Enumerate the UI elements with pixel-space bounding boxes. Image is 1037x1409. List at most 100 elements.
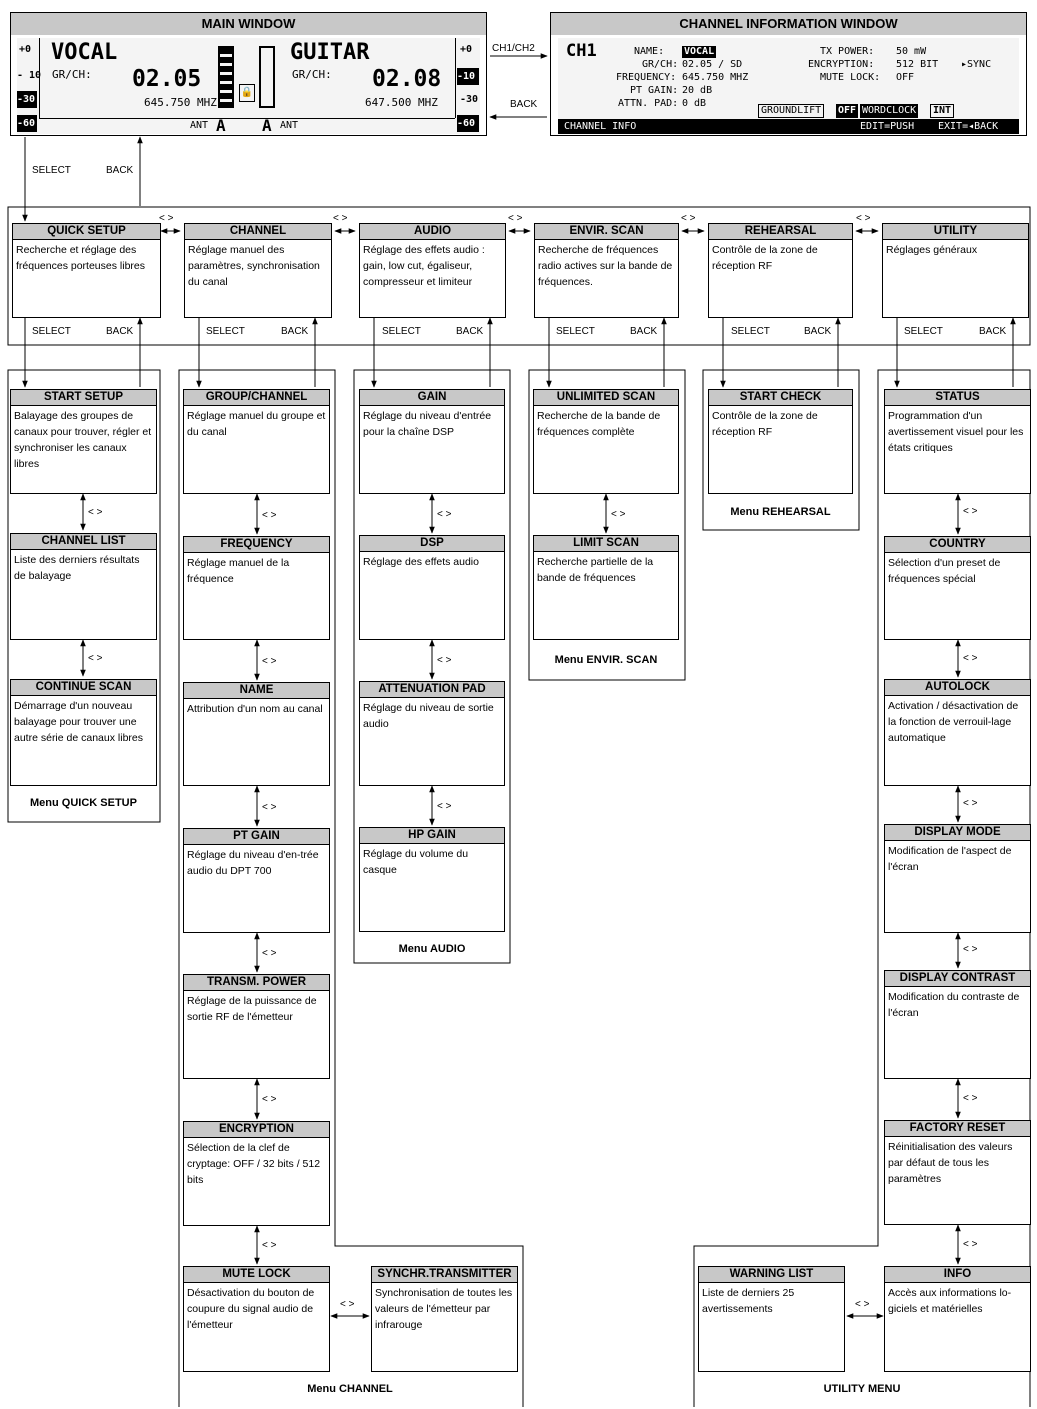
ch-synchr-transmitter-desc: Synchronisation de toutes les valeurs de…	[375, 1287, 513, 1331]
lock-icon: 🔒	[239, 84, 255, 102]
ci-wordclock-label: WORDCLOCK	[860, 104, 919, 118]
utility-warning-list-desc: Liste de derniers 25 avertissements	[702, 1287, 795, 1315]
battery-left-icon	[218, 46, 234, 108]
utility-info[interactable]: INFO Accès aux informations lo-giciels e…	[884, 1266, 1031, 1372]
meter-left-3: -60	[17, 115, 37, 132]
ch-transm-power-desc: Réglage de la puissance de sortie RF de …	[187, 995, 317, 1023]
battery-right-icon	[259, 46, 275, 108]
select-label-2: SELECT	[206, 326, 245, 337]
qs-caption: Menu QUICK SETUP	[30, 797, 137, 809]
audio-attenuation-pad-desc: Réglage du niveau de sortie audio	[363, 702, 494, 730]
menu-utility[interactable]: UTILITY Réglages généraux	[882, 223, 1029, 318]
envir-limit-scan-desc: Recherche partielle de la bande de fréqu…	[537, 556, 654, 584]
audio-attenuation-pad[interactable]: ATTENUATION PAD Réglage du niveau de sor…	[359, 681, 505, 786]
ch-frequency-title: FREQUENCY	[184, 537, 329, 553]
right-channel-name: GUITAR	[290, 40, 370, 65]
ci-sync: ▸SYNC	[961, 59, 992, 70]
rehearsal-start-check[interactable]: START CHECK Contrôle de la zone de récep…	[708, 389, 853, 494]
utility-display-contrast[interactable]: DISPLAY CONTRAST Modification du contras…	[884, 970, 1031, 1079]
meter-left-2: -30	[17, 91, 37, 108]
ch-caption: Menu CHANNEL	[307, 1383, 393, 1395]
utility-autolock[interactable]: AUTOLOCK Activation / désactivation de l…	[884, 679, 1031, 786]
envir-limit-scan-title: LIMIT SCAN	[534, 536, 678, 552]
ci-txpower-value: 50 mW	[896, 46, 927, 57]
utility-status-title: STATUS	[885, 390, 1030, 406]
qs-start-setup-desc: Balayage des groupes de canaux pour trou…	[14, 410, 152, 470]
ch-arrow-4: < >	[262, 948, 277, 959]
ch-encryption[interactable]: ENCRYPTION Sélection de la clef de crypt…	[183, 1121, 330, 1226]
ch-group-channel[interactable]: GROUP/CHANNEL Réglage manuel du groupe e…	[183, 389, 330, 494]
ch-arrow-7: < >	[340, 1299, 355, 1310]
utility-country[interactable]: COUNTRY Sélection d'un preset de fréquen…	[884, 536, 1031, 640]
left-grch-value: 02.05	[132, 66, 202, 92]
qs-start-setup[interactable]: START SETUP Balayage des groupes de cana…	[10, 389, 157, 494]
menu-quick-setup-desc: Recherche et réglage des fréquences port…	[16, 244, 145, 272]
meter-right-1: -10	[457, 68, 479, 85]
ci-name-label: NAME:	[634, 46, 665, 57]
utility-display-contrast-desc: Modification du contraste de l'écran	[888, 991, 1020, 1019]
select-label-1: SELECT	[32, 326, 71, 337]
menu-channel[interactable]: CHANNEL Réglage manuel des paramètres, s…	[184, 223, 332, 318]
utility-arrow-2: < >	[963, 653, 978, 664]
utility-info-desc: Accès aux informations lo-giciels et mat…	[888, 1287, 1012, 1315]
audio-gain[interactable]: GAIN Réglage du niveau d'entrée pour la …	[359, 389, 505, 494]
ch-pt-gain[interactable]: PT GAIN Réglage du niveau d'en-trée audi…	[183, 828, 330, 933]
ch-frequency[interactable]: FREQUENCY Réglage manuel de la fréquence	[183, 536, 330, 640]
meter-right-0: +0	[460, 44, 473, 55]
utility-caption: UTILITY MENU	[823, 1383, 901, 1395]
back-label-4: BACK	[630, 326, 658, 337]
ci-encryption-value: 512 BIT	[896, 59, 939, 70]
ch-arrow-6: < >	[262, 1240, 277, 1251]
left-frequency: 645.750 MHZ	[144, 96, 217, 109]
utility-display-mode[interactable]: DISPLAY MODE Modification de l'aspect de…	[884, 824, 1031, 933]
ch-transm-power[interactable]: TRANSM. POWER Réglage de la puissance de…	[183, 974, 330, 1079]
ch-synchr-transmitter[interactable]: SYNCHR.TRANSMITTER Synchronisation de to…	[371, 1266, 518, 1372]
audio-hp-gain[interactable]: HP GAIN Réglage du volume du casque	[359, 827, 505, 932]
menu-envir-scan-desc: Recherche de fréquences radio actives su…	[538, 244, 673, 288]
utility-warning-list[interactable]: WARNING LIST Liste de derniers 25 averti…	[698, 1266, 845, 1372]
ch-name-title: NAME	[184, 683, 329, 699]
channel-id: CH1	[566, 41, 597, 61]
utility-factory-reset[interactable]: FACTORY RESET Réinitialisation des valeu…	[884, 1120, 1031, 1225]
meter-right-3: -60	[457, 115, 479, 132]
right-ant-label: ANT	[280, 120, 299, 131]
menu-utility-title: UTILITY	[883, 224, 1028, 240]
qs-channel-list[interactable]: CHANNEL LIST Liste des derniers résultat…	[10, 533, 157, 640]
ci-footer-edit: EDIT=PUSH	[860, 121, 915, 132]
ch-pt-gain-desc: Réglage du niveau d'en-trée audio du DPT…	[187, 849, 319, 877]
menu-audio[interactable]: AUDIO Réglage des effets audio : gain, l…	[359, 223, 506, 318]
channel-info-title: CHANNEL INFORMATION WINDOW	[551, 13, 1026, 35]
audio-dsp[interactable]: DSP Réglage des effets audio	[359, 535, 505, 640]
menu-quick-setup[interactable]: QUICK SETUP Recherche et réglage des fré…	[12, 223, 161, 318]
audio-attenuation-pad-title: ATTENUATION PAD	[360, 682, 504, 698]
utility-display-mode-desc: Modification de l'aspect de l'écran	[888, 845, 1012, 873]
select-label-6: SELECT	[904, 326, 943, 337]
right-frequency: 647.500 MHZ	[365, 96, 438, 109]
qs-continue-scan[interactable]: CONTINUE SCAN Démarrage d'un nouveau bal…	[10, 679, 157, 786]
utility-status[interactable]: STATUS Programmation d'un avertissement …	[884, 389, 1031, 494]
menu-envir-scan-title: ENVIR. SCAN	[535, 224, 678, 240]
ci-footer: CHANNEL INFO EDIT=PUSH EXIT=◂BACK	[558, 119, 1019, 134]
audio-hp-gain-desc: Réglage du volume du casque	[363, 848, 469, 876]
utility-arrow-4: < >	[963, 944, 978, 955]
ch-mute-lock[interactable]: MUTE LOCK Désactivation du bouton de cou…	[183, 1266, 330, 1372]
utility-status-desc: Programmation d'un avertissement visuel …	[888, 410, 1024, 454]
menu-rehearsal[interactable]: REHEARSAL Contrôle de la zone de récepti…	[708, 223, 853, 318]
ch-name[interactable]: NAME Attribution d'un nom au canal	[183, 682, 330, 786]
audio-gain-desc: Réglage du niveau d'entrée pour la chaîn…	[363, 410, 492, 438]
utility-arrow-5: < >	[963, 1093, 978, 1104]
left-ant-value: A	[216, 116, 226, 135]
utility-country-desc: Sélection d'un preset de fréquences spéc…	[888, 557, 1001, 585]
menu-envir-scan[interactable]: ENVIR. SCAN Recherche de fréquences radi…	[534, 223, 679, 318]
rehearsal-caption: Menu REHEARSAL	[730, 506, 831, 518]
qs-start-setup-title: START SETUP	[11, 390, 156, 406]
ch-synchr-transmitter-title: SYNCHR.TRANSMITTER	[372, 1267, 517, 1283]
utility-info-title: INFO	[885, 1267, 1030, 1283]
ci-name-value: VOCAL	[682, 46, 717, 58]
top-arrow-1: < >	[159, 213, 174, 224]
envir-limit-scan[interactable]: LIMIT SCAN Recherche partielle de la ban…	[533, 535, 679, 640]
ch-group-channel-title: GROUP/CHANNEL	[184, 390, 329, 406]
envir-unlimited-scan[interactable]: UNLIMITED SCAN Recherche de la bande de …	[533, 389, 679, 494]
main-window-title: MAIN WINDOW	[11, 13, 486, 35]
ci-footer-exit: EXIT=◂BACK	[938, 121, 999, 132]
